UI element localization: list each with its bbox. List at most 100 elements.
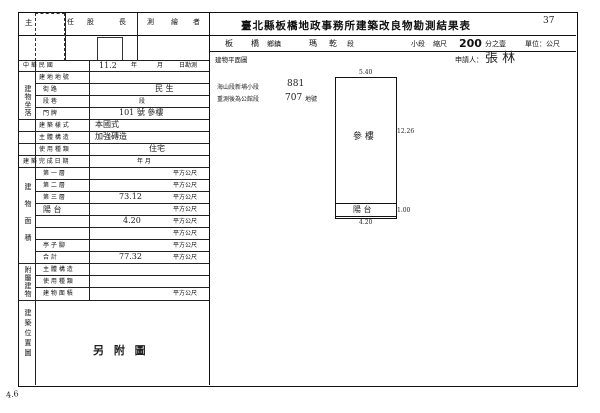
row-label-structure: 主 體 構 造 bbox=[39, 134, 69, 141]
location-note: 另 附 圖 bbox=[93, 344, 149, 357]
subsection-label: 小段 bbox=[411, 40, 425, 48]
plan-address-num1: 881 bbox=[287, 79, 305, 89]
page-title: 臺北縣板橋地政事務所建築改良物勘測結果表 bbox=[241, 20, 471, 32]
area-line-8 bbox=[19, 263, 209, 264]
seal-label-6: 者 bbox=[193, 18, 200, 26]
area-col-line-a bbox=[35, 167, 36, 300]
section-label: 段 bbox=[347, 40, 354, 48]
area-line-1 bbox=[35, 179, 209, 180]
area-label-total: 合 計 bbox=[43, 254, 57, 261]
row-value-section: 段 bbox=[139, 98, 146, 105]
area-line-4 bbox=[35, 215, 209, 216]
area-line-2 bbox=[35, 191, 209, 192]
area-label-2: 第 二 層 bbox=[43, 182, 65, 189]
seal-row-bottom bbox=[19, 60, 209, 61]
main-divider bbox=[209, 13, 210, 385]
row-line-7 bbox=[19, 155, 209, 156]
seal-label-1: 任 bbox=[67, 18, 74, 26]
date-day-unit: 日勘測 bbox=[179, 62, 198, 69]
acc-line-1 bbox=[35, 275, 209, 276]
row-value-style: 本國式 bbox=[95, 120, 119, 129]
group-label-location-map: 建築位置圖 bbox=[24, 309, 32, 359]
area-unit-2: 平方公尺 bbox=[173, 182, 198, 189]
row-value-structure: 加強磚造 bbox=[95, 132, 127, 141]
area-unit-5: 平方公尺 bbox=[173, 218, 198, 225]
date-year-unit: 年 bbox=[131, 62, 138, 69]
area-value-total: 77.32 bbox=[119, 252, 142, 261]
corner-handwritten-mark: 37 bbox=[543, 16, 555, 26]
seal-col-line-1 bbox=[65, 13, 66, 60]
row-label-street: 街 路 bbox=[43, 86, 57, 93]
area-label-7: 亭 子 腳 bbox=[43, 242, 65, 249]
applicant-label: 申請人： bbox=[455, 56, 483, 64]
corner-mark: 4.6 bbox=[5, 389, 20, 400]
row-line-3 bbox=[35, 107, 209, 108]
left-col-line-b bbox=[89, 60, 90, 300]
row-value-street: 民 生 bbox=[155, 84, 174, 93]
plan-bottom-dim: 4.20 bbox=[359, 219, 373, 226]
section-value-2: 乾 bbox=[329, 39, 337, 48]
scale-suffix: 分之壹 bbox=[485, 40, 506, 48]
seal-label-4: 測 bbox=[147, 18, 154, 26]
date-month-unit: 月 bbox=[157, 62, 164, 69]
plan-address-num2: 707 bbox=[285, 93, 303, 103]
area-label-4: 陽 台 bbox=[43, 205, 62, 214]
plan-balcony-label: 陽 台 bbox=[353, 205, 372, 214]
acc-line-3 bbox=[19, 300, 209, 301]
row-label-style: 建 築 樣 式 bbox=[39, 122, 69, 129]
row-line-1 bbox=[35, 83, 209, 84]
header-divider bbox=[19, 35, 576, 36]
plan-room-label: 參 樓 bbox=[353, 132, 374, 142]
group-label-accessory: 附屬建物 bbox=[24, 266, 32, 298]
row-line-4 bbox=[19, 119, 209, 120]
seal-label-3: 長 bbox=[119, 18, 126, 26]
area-label-1: 第 一 層 bbox=[43, 170, 65, 177]
plan-label: 建物平面圖 bbox=[215, 56, 248, 64]
acc-line-2 bbox=[35, 287, 209, 288]
date-value: 11.2 bbox=[99, 61, 117, 70]
area-value-4: 4.20 bbox=[123, 216, 141, 225]
district-suffix: 橋 bbox=[251, 39, 259, 48]
area-unit-1: 平方公尺 bbox=[173, 170, 198, 177]
acc-label-use: 使 用 種 類 bbox=[43, 278, 73, 285]
row-label-lot: 建 地 地 號 bbox=[39, 74, 69, 81]
seal-label-5: 繪 bbox=[171, 18, 178, 26]
row-line-6 bbox=[19, 143, 209, 144]
district-value: 板 bbox=[225, 39, 233, 48]
subheader-divider bbox=[209, 51, 576, 52]
seal-label-2: 股 bbox=[87, 18, 94, 26]
date-label: 中 華 民 國 bbox=[23, 62, 53, 69]
acc-value-area: 平方公尺 bbox=[173, 290, 198, 297]
plan-address-suffix: 地號 bbox=[305, 96, 318, 103]
acc-label-area: 建 物 面 積 bbox=[43, 290, 73, 297]
plan-balcony bbox=[335, 203, 397, 219]
area-unit-total: 平方公尺 bbox=[173, 254, 198, 261]
area-unit-3: 平方公尺 bbox=[173, 194, 198, 201]
plan-bottom-left-dim: 1.00 bbox=[397, 207, 411, 214]
group-label-area: 建物面積 bbox=[24, 183, 32, 251]
plan-main-room bbox=[335, 77, 397, 217]
area-unit-4: 平方公尺 bbox=[173, 206, 198, 213]
row-value-completion: 年 月 bbox=[137, 158, 151, 165]
row-line-0 bbox=[19, 71, 209, 72]
row-label-use: 使 用 種 類 bbox=[39, 146, 69, 153]
form-frame: 主 任 股 長 測 繪 者 臺北縣板橋地政事務所建築改良物勘測結果表 37 板 … bbox=[18, 12, 578, 387]
area-value-3: 73.12 bbox=[119, 192, 142, 201]
row-line-8 bbox=[19, 167, 209, 168]
scale-label: 縮尺 bbox=[433, 40, 447, 48]
row-value-use: 住宅 bbox=[149, 144, 165, 153]
group-label-location: 建物坐落 bbox=[24, 85, 32, 117]
section-value: 瑪 bbox=[309, 39, 317, 48]
area-line-5 bbox=[35, 227, 209, 228]
seal-stamp-2 bbox=[97, 37, 123, 61]
area-line-7 bbox=[35, 251, 209, 252]
town-label: 鄉鎮 bbox=[267, 40, 281, 48]
seal-stamp-1 bbox=[35, 13, 65, 61]
row-line-2 bbox=[35, 95, 209, 96]
seal-col-line-2 bbox=[137, 13, 138, 60]
loc-col-line bbox=[35, 300, 36, 385]
unit-label: 單位：公尺 bbox=[525, 40, 560, 48]
plan-right-dim: 12.26 bbox=[397, 128, 415, 135]
area-label-3: 第 三 層 bbox=[43, 194, 65, 201]
row-label-completion: 建 築 完 成 日 期 bbox=[23, 158, 69, 165]
